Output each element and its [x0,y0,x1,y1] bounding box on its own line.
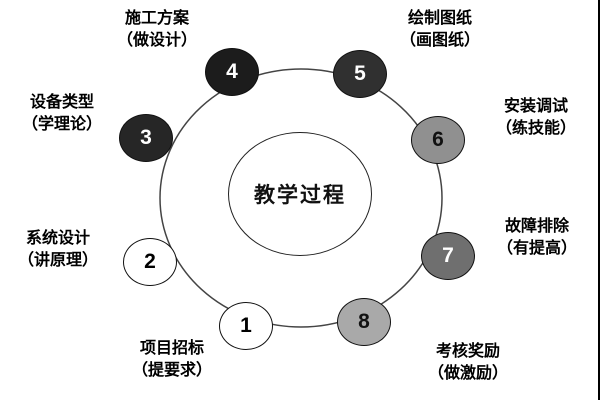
node-title-5: 绘制图纸 [407,10,472,27]
node-number-4: 4 [226,60,238,83]
node-label-6: 安装调试 （练技能） [478,96,594,140]
node-label-7: 故障排除 （有提高） [479,216,595,260]
node-subtitle-3: （学理论） [21,116,102,133]
node-number-5: 5 [354,62,366,85]
node-subtitle-2: （讲原理） [17,252,98,269]
node-label-2: 系统设计 （讲原理） [0,228,116,272]
node-title-6: 安装调试 [503,98,568,115]
node-label-4: 施工方案 （做设计） [99,8,215,52]
scan-edge-line [598,0,600,400]
node-label-8: 考核奖励 （做激励） [410,341,526,385]
node-label-3: 设备类型 （学理论） [4,92,120,136]
node-title-1: 项目招标 [139,340,204,357]
node-subtitle-6: （练技能） [495,120,576,137]
center-label: 教学过程 [254,184,346,207]
node-circle-2: 2 [123,238,177,286]
node-number-6: 6 [432,128,444,151]
node-number-1: 1 [240,314,252,337]
node-circle-3: 3 [119,114,173,162]
node-subtitle-8: （做激励） [427,365,508,382]
node-subtitle-7: （有提高） [496,240,577,257]
node-label-5: 绘制图纸 （画图纸） [382,8,498,52]
node-circle-4: 4 [205,48,259,96]
node-circle-8: 8 [337,298,391,346]
node-number-2: 2 [144,250,156,273]
node-title-7: 故障排除 [504,218,569,235]
node-title-3: 设备类型 [29,94,94,111]
node-number-3: 3 [140,126,152,149]
node-number-7: 7 [442,244,454,267]
node-label-1: 项目招标 （提要求） [114,338,230,382]
node-circle-7: 7 [421,232,475,280]
node-circle-1: 1 [219,302,273,350]
node-circle-5: 5 [333,50,387,98]
node-circle-6: 6 [411,116,465,164]
node-title-8: 考核奖励 [435,343,500,360]
ring-ellipse [159,68,443,328]
node-subtitle-5: （画图纸） [399,32,480,49]
node-title-4: 施工方案 [124,10,189,27]
node-subtitle-4: （做设计） [116,32,197,49]
node-subtitle-1: （提要求） [131,362,212,379]
node-title-2: 系统设计 [25,230,90,247]
center-circle: 教学过程 [228,132,372,256]
node-number-8: 8 [358,310,370,333]
